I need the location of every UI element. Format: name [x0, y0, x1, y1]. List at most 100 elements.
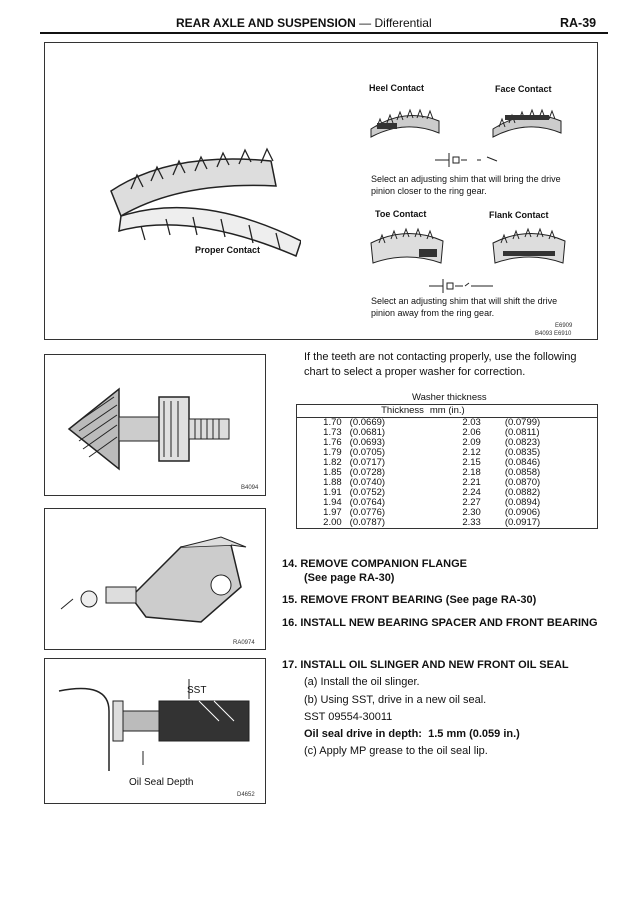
- step-16: 16. INSTALL NEW BEARING SPACER AND FRONT…: [282, 617, 598, 629]
- table-cell: (0.0917): [504, 517, 541, 528]
- table-cell: 1.79: [323, 447, 342, 458]
- step-17c: (c) Apply MP grease to the oil seal lip.: [304, 745, 488, 757]
- table-cell: (0.0705): [349, 447, 386, 458]
- table-cell: 1.70: [323, 417, 342, 428]
- proper-contact-label: Proper Contact: [195, 245, 261, 255]
- table-cell: (0.0669): [349, 417, 386, 428]
- intro-paragraph: If the teeth are not contacting properly…: [304, 351, 577, 378]
- table-cell: 2.30: [462, 507, 481, 518]
- table-cell: 2.18: [462, 467, 481, 478]
- table-cell: 1.94: [323, 497, 342, 508]
- table-cell: 2.09: [462, 437, 481, 448]
- table-cell: 2.24: [462, 487, 481, 498]
- table-cell: (0.0752): [349, 487, 386, 498]
- caption-away: Select an adjusting shim that will shift…: [371, 296, 558, 318]
- pinion-shift-away-icon: [429, 279, 493, 293]
- table-cell: (0.0728): [349, 467, 386, 478]
- table-cell: (0.0835): [504, 447, 541, 458]
- table-cell: 2.33: [462, 517, 481, 528]
- table-cell: (0.0764): [349, 497, 386, 508]
- washer-thickness-table: Thickness mm (in.) 1.70 (0.0669) 2.03 (0.07…: [296, 404, 598, 529]
- depth-value: 1.5 mm (0.059 in.): [428, 728, 520, 740]
- table-cell: 1.91: [323, 487, 342, 498]
- face-contact-gear-icon: [492, 108, 562, 138]
- differential-carrier-illustration: [60, 536, 247, 623]
- table-row: 1.85 (0.0728) 2.18 (0.0858): [297, 468, 598, 478]
- oil-seal-sst-illustration: [58, 679, 250, 771]
- table-row: 1.76 (0.0693) 2.09 (0.0823): [297, 438, 598, 448]
- table-cell: 2.03: [462, 417, 481, 428]
- table-row: 2.00 (0.0787) 2.33 (0.0917): [297, 518, 598, 529]
- table-cell: (0.0823): [504, 437, 541, 448]
- table-cell: (0.0776): [349, 507, 386, 518]
- table-cell: (0.0811): [504, 427, 540, 438]
- section-title: REAR AXLE AND SUSPENSION — Differential: [176, 16, 432, 30]
- table-row: 1.73 (0.0681) 2.06 (0.0811): [297, 428, 598, 438]
- table-cell: (0.0681): [349, 427, 386, 438]
- table-row: 1.79 (0.0705) 2.12 (0.0835): [297, 448, 598, 458]
- table-cell: 1.73: [323, 427, 342, 438]
- step-15: 15. REMOVE FRONT BEARING (See page RA-30…: [282, 594, 537, 606]
- table-cell: 1.88: [323, 477, 342, 488]
- pinion-shift-closer-icon: [435, 153, 498, 167]
- sst-number: SST 09554-30011: [304, 711, 393, 723]
- table-cell: 2.15: [462, 457, 481, 468]
- table-cell: 2.27: [462, 497, 481, 508]
- step-14-title: 14. REMOVE COMPANION FLANGE: [282, 558, 467, 570]
- table-row: 1.82 (0.0717) 2.15 (0.0846): [297, 458, 598, 468]
- table-row: 1.70 (0.0669) 2.03 (0.0799): [297, 418, 598, 429]
- flank-contact-label: Flank Contact: [489, 210, 549, 220]
- table-row: 1.94 (0.0764) 2.27 (0.0894): [297, 498, 598, 508]
- oil-seal-depth-spec: Oil seal drive in depth: 1.5 mm (0.059 i…: [304, 728, 520, 740]
- table-cell: 2.21: [462, 477, 481, 488]
- figure-code-2: B4093 E6910: [535, 331, 572, 337]
- table-row: 1.97 (0.0776) 2.30 (0.0906): [297, 508, 598, 518]
- heel-contact-gear-icon: [370, 108, 440, 138]
- table-cell: (0.0906): [504, 507, 541, 518]
- figure-code-1: E6909: [555, 323, 573, 329]
- table-row: 1.88 (0.0740) 2.21 (0.0870): [297, 478, 598, 488]
- table-cell: 2.00: [323, 517, 342, 528]
- table-cell: (0.0846): [504, 457, 541, 468]
- table-cell: (0.0858): [504, 467, 541, 478]
- step-17: 17. INSTALL OIL SLINGER AND NEW FRONT OI…: [282, 659, 569, 671]
- figure-code: D4652: [237, 792, 255, 798]
- sst-label: SST: [187, 685, 207, 696]
- table-cell: (0.0717): [349, 457, 386, 468]
- depth-label: Oil seal drive in depth:: [304, 728, 422, 740]
- header-unit: mm (in.): [429, 404, 598, 418]
- heel-contact-label: Heel Contact: [369, 83, 425, 93]
- ring-gear-illustration: [110, 147, 301, 258]
- table-cell: (0.0882): [504, 487, 541, 498]
- drive-pinion-figure: B4094: [44, 354, 266, 496]
- header-thickness: Thickness: [296, 404, 430, 418]
- table-cell: 1.82: [323, 457, 342, 468]
- table-cell: (0.0740): [349, 477, 386, 488]
- flank-contact-gear-icon: [492, 227, 566, 264]
- figure-code: RA0974: [233, 640, 255, 646]
- table-title: Washer thickness: [412, 392, 487, 403]
- table-cell: (0.0693): [349, 437, 386, 448]
- table-cell: 2.12: [462, 447, 481, 458]
- table-cell: 1.97: [323, 507, 342, 518]
- table-cell: (0.0894): [504, 497, 541, 508]
- table-cell: (0.0787): [349, 517, 386, 528]
- tooth-contact-figure: Proper Contact Heel Contact Face Contact…: [44, 42, 598, 340]
- caption-closer: Select an adjusting shim that will bring…: [371, 174, 561, 196]
- page-code: RA-39: [560, 16, 597, 30]
- face-contact-label: Face Contact: [495, 84, 552, 94]
- step-14-ref: (See page RA-30): [304, 572, 395, 584]
- table-cell: 2.06: [462, 427, 481, 438]
- table-cell: 1.85: [323, 467, 342, 478]
- oil-seal-depth-label: Oil Seal Depth: [129, 777, 194, 788]
- toe-contact-gear-icon: [370, 227, 444, 264]
- differential-carrier-figure: RA0974: [44, 508, 266, 650]
- table-cell: (0.0799): [504, 417, 541, 428]
- drive-pinion-illustration: [67, 387, 230, 471]
- oil-seal-figure: SST Oil Seal Depth D4652: [44, 658, 266, 804]
- toe-contact-label: Toe Contact: [375, 209, 427, 219]
- figure-code: B4094: [241, 485, 259, 491]
- step-17b: (b) Using SST, drive in a new oil seal.: [304, 694, 487, 706]
- table-cell: 1.76: [323, 437, 342, 448]
- table-cell: (0.0870): [504, 477, 541, 488]
